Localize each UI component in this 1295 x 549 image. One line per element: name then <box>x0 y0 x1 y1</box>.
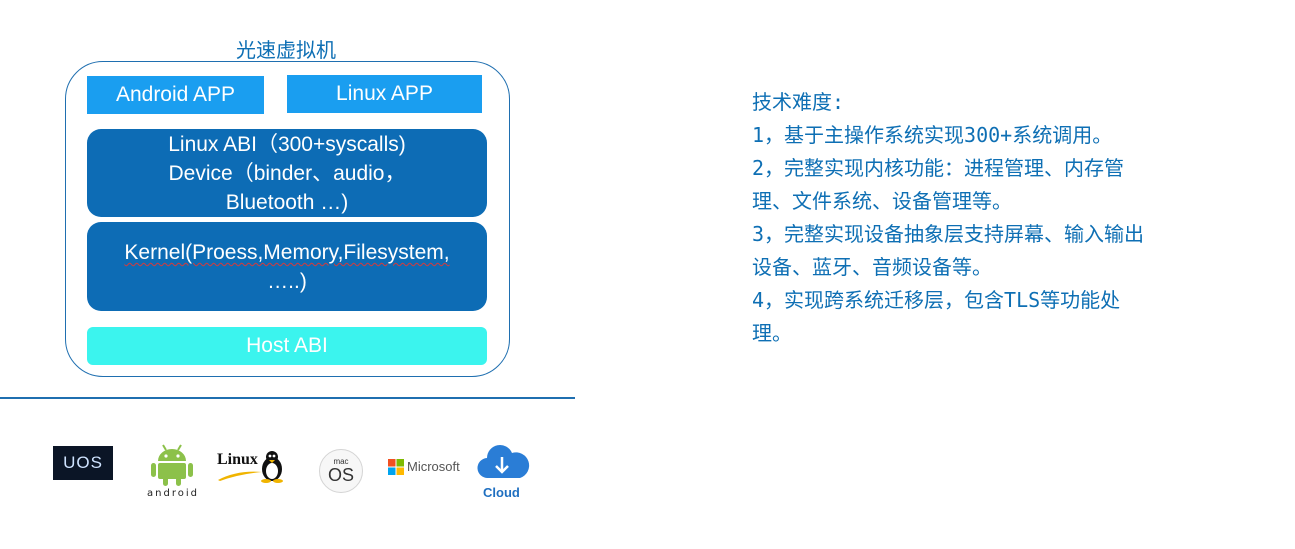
linux-wordmark: Linux <box>217 451 258 468</box>
microsoft-wordmark: Microsoft <box>407 459 460 474</box>
difficulty-line: 4，实现跨系统迁移层，包含TLS等功能处 <box>752 288 1121 312</box>
difficulty-text: 技术难度: 1，基于主操作系统实现300+系统调用。 2，完整实现内核功能：进程… <box>752 86 1292 350</box>
linux-abi-line-3: Bluetooth …) <box>225 190 349 214</box>
difficulty-line: 2，完整实现内核功能：进程管理、内存管 <box>752 156 1125 180</box>
difficulty-line: 3，完整实现设备抽象层支持屏幕、输入输出 <box>752 222 1145 246</box>
cloud-download-icon <box>477 445 530 479</box>
difficulty-line: 设备、蓝牙、音频设备等。 <box>752 255 992 279</box>
macos-logo: mac OS <box>319 449 363 493</box>
cloud-wordmark: Cloud <box>483 485 520 500</box>
android-wordmark: android <box>147 488 199 499</box>
macos-small-text: mac <box>333 457 349 466</box>
kernel-line-1: Kernel(Proess,Memory,Filesystem, <box>124 241 450 264</box>
linux-abi-box: Linux ABI（300+syscalls) Device（binder、au… <box>87 129 487 217</box>
uos-logo: UOS <box>53 446 113 480</box>
linux-abi-line-2: Device（binder、audio， <box>168 161 406 185</box>
microsoft-squares-icon <box>388 459 404 475</box>
vm-frame <box>65 61 510 377</box>
linux-app-box: Linux APP <box>287 75 482 113</box>
divider-line <box>0 397 575 399</box>
difficulty-line: 1，基于主操作系统实现300+系统调用。 <box>752 123 1113 147</box>
host-abi-box: Host ABI <box>87 327 487 365</box>
kernel-line-2: …..) <box>267 270 307 293</box>
macos-big-text: OS <box>327 465 354 485</box>
tux-penguin-icon <box>261 451 283 483</box>
vm-title: 光速虚拟机 <box>236 38 336 62</box>
android-robot-icon <box>151 444 193 486</box>
kernel-box: Kernel(Proess,Memory,Filesystem, …..) <box>87 222 487 311</box>
android-app-box: Android APP <box>87 76 264 114</box>
linux-swoosh-icon <box>218 471 262 481</box>
linux-abi-line-1: Linux ABI（300+syscalls) <box>168 132 406 156</box>
difficulty-line: 理、文件系统、设备管理等。 <box>752 189 1012 213</box>
difficulty-line: 理。 <box>752 321 792 345</box>
difficulty-title: 技术难度: <box>752 90 845 114</box>
